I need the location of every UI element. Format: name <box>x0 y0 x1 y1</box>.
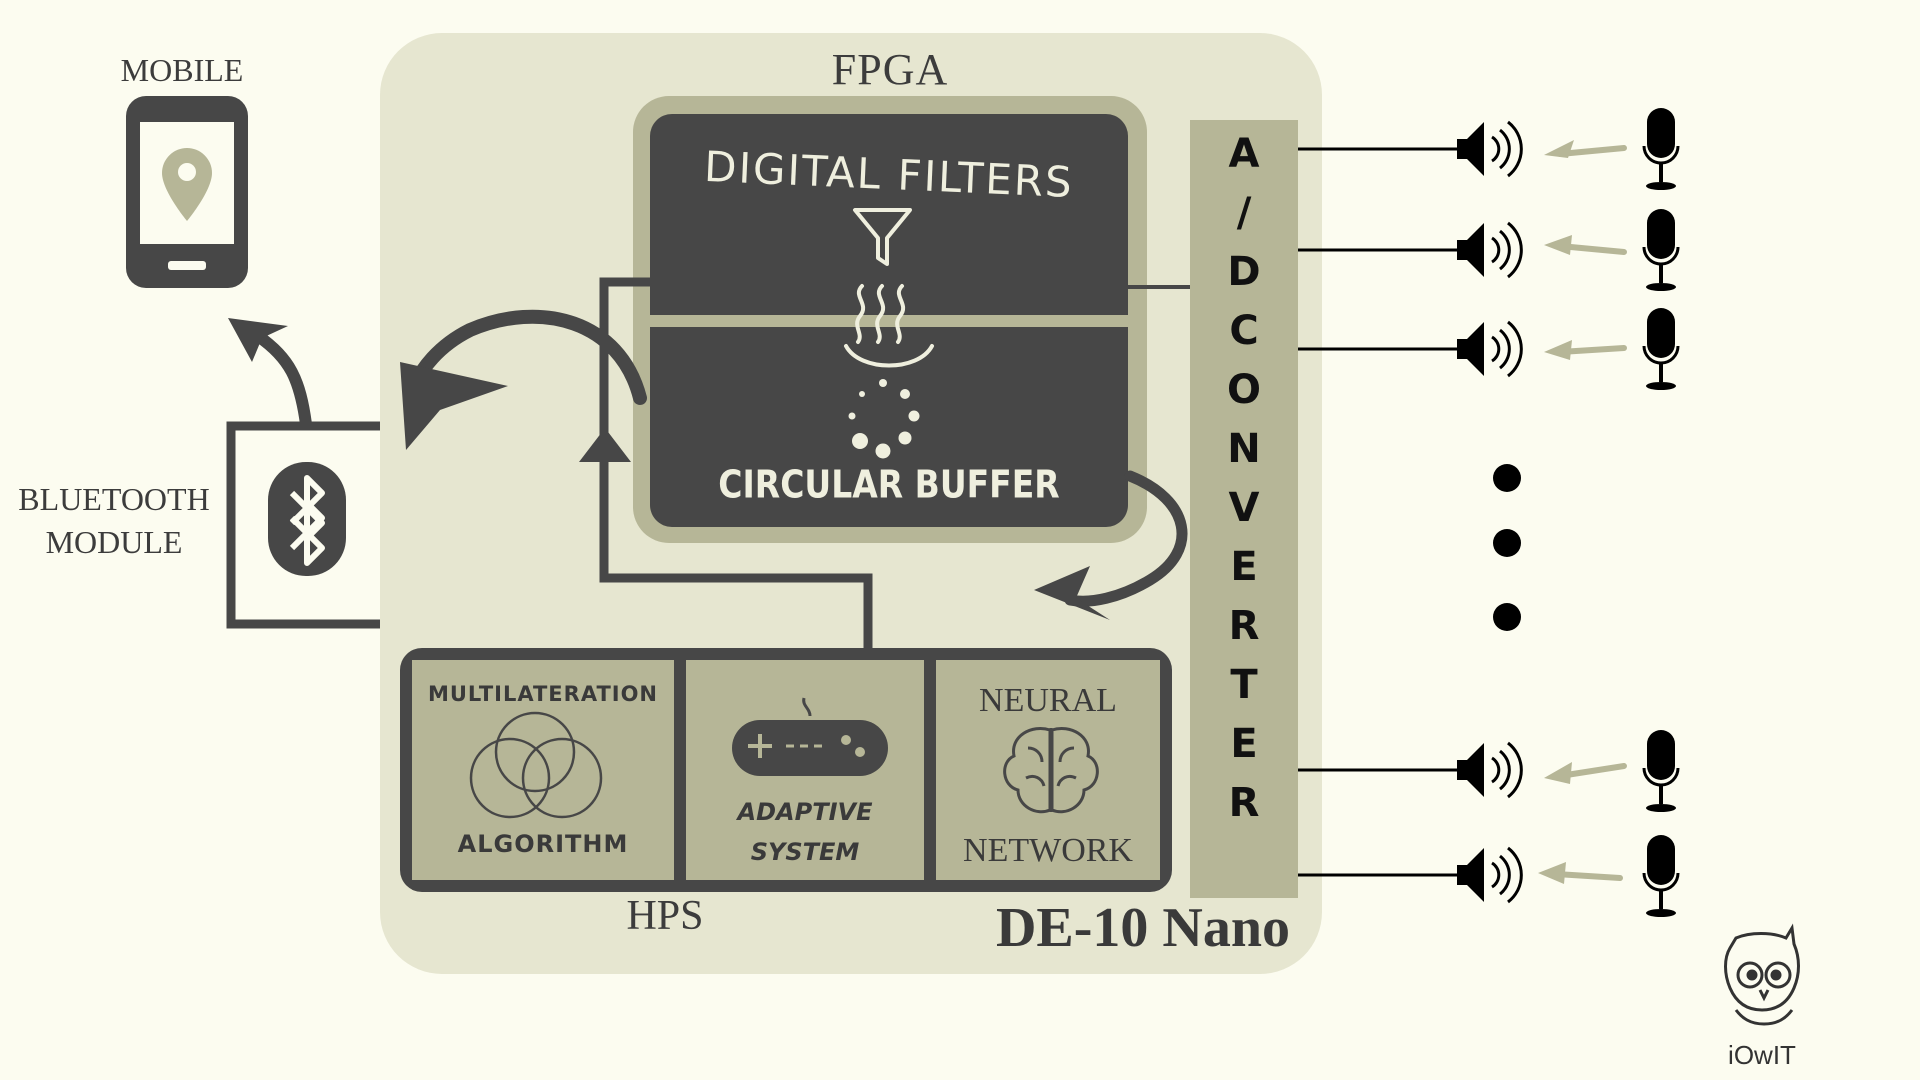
microphone-icon <box>1642 835 1680 917</box>
adc-letter: D <box>1227 249 1261 295</box>
hps-label: HPS <box>626 893 704 939</box>
neural-label: NEURAL <box>979 682 1117 719</box>
funnel-icon <box>853 208 912 266</box>
algorithm-label: ALGORITHM <box>457 830 629 858</box>
hps-to-fpga-connector <box>579 277 873 648</box>
adc-letter: E <box>1230 544 1258 590</box>
bluetooth-icon <box>268 462 346 576</box>
system-label: SYSTEM <box>750 838 860 866</box>
location-pin-icon <box>162 148 212 221</box>
board-label: DE-10 Nano <box>995 897 1290 959</box>
speaker-icon <box>1457 120 1523 178</box>
channel-4 <box>1298 730 1680 812</box>
adaptive-label: ADAPTIVE <box>737 798 873 826</box>
bluetooth-module-label: BLUETOOTH MODULE <box>0 478 228 564</box>
ad-converter: A / D C O N V E R T E R <box>1190 120 1298 898</box>
adc-letter: O <box>1226 367 1261 413</box>
channel-1 <box>1298 108 1680 190</box>
microphone-icon <box>1642 730 1680 812</box>
venn-icon <box>469 711 603 819</box>
circular-buffer-title: CIRCULAR BUFFER <box>718 462 1060 507</box>
channel-3 <box>1298 308 1680 390</box>
circular-buffer-panel <box>650 327 1128 527</box>
channel-2 <box>1298 209 1680 291</box>
adc-letter: A <box>1228 131 1260 177</box>
network-label: NETWORK <box>963 832 1133 869</box>
speaker-icon <box>1457 846 1523 904</box>
microphone-icon <box>1642 209 1680 291</box>
arrow-buffer-to-hps <box>1034 470 1188 620</box>
speaker-icon <box>1457 741 1523 799</box>
multilateration-label: MULTILATERATION <box>427 682 659 706</box>
adc-letter: E <box>1230 721 1258 767</box>
brand-label: iOwIT <box>1728 1040 1796 1070</box>
digital-filters-panel <box>650 114 1128 315</box>
mobile-label: MOBILE <box>120 52 244 88</box>
gamepad-icon <box>732 697 888 776</box>
owl-icon <box>1724 923 1800 1026</box>
microphone-icon <box>1642 108 1680 190</box>
microphone-icon <box>1642 308 1680 390</box>
fpga-label: FPGA <box>831 45 949 94</box>
arrow-fpga-to-bluetooth <box>400 309 647 450</box>
adc-letter: T <box>1230 662 1258 708</box>
speaker-icon <box>1457 221 1523 279</box>
bluetooth-label-line1: BLUETOOTH <box>18 481 210 517</box>
arrow-to-mobile <box>228 318 312 430</box>
brain-icon <box>1003 727 1099 814</box>
loading-dots-icon <box>848 379 920 459</box>
bluetooth-label-line2: MODULE <box>45 524 183 560</box>
adc-letter: R <box>1228 780 1260 826</box>
adc-letter: N <box>1227 426 1261 472</box>
multilateration-cell: MULTILATERATION ALGORITHM <box>412 660 674 880</box>
ellipsis-dots <box>1493 464 1521 631</box>
adc-letter: V <box>1228 485 1260 531</box>
channel-5 <box>1298 835 1680 917</box>
bluetooth-module <box>226 421 380 629</box>
adc-letter: C <box>1229 308 1259 354</box>
adc-letter: R <box>1228 603 1260 649</box>
speaker-icon <box>1457 320 1523 378</box>
adc-letter: / <box>1236 190 1252 236</box>
steam-icon <box>844 284 934 368</box>
neural-network-cell: NEURAL NETWORK <box>936 660 1160 880</box>
